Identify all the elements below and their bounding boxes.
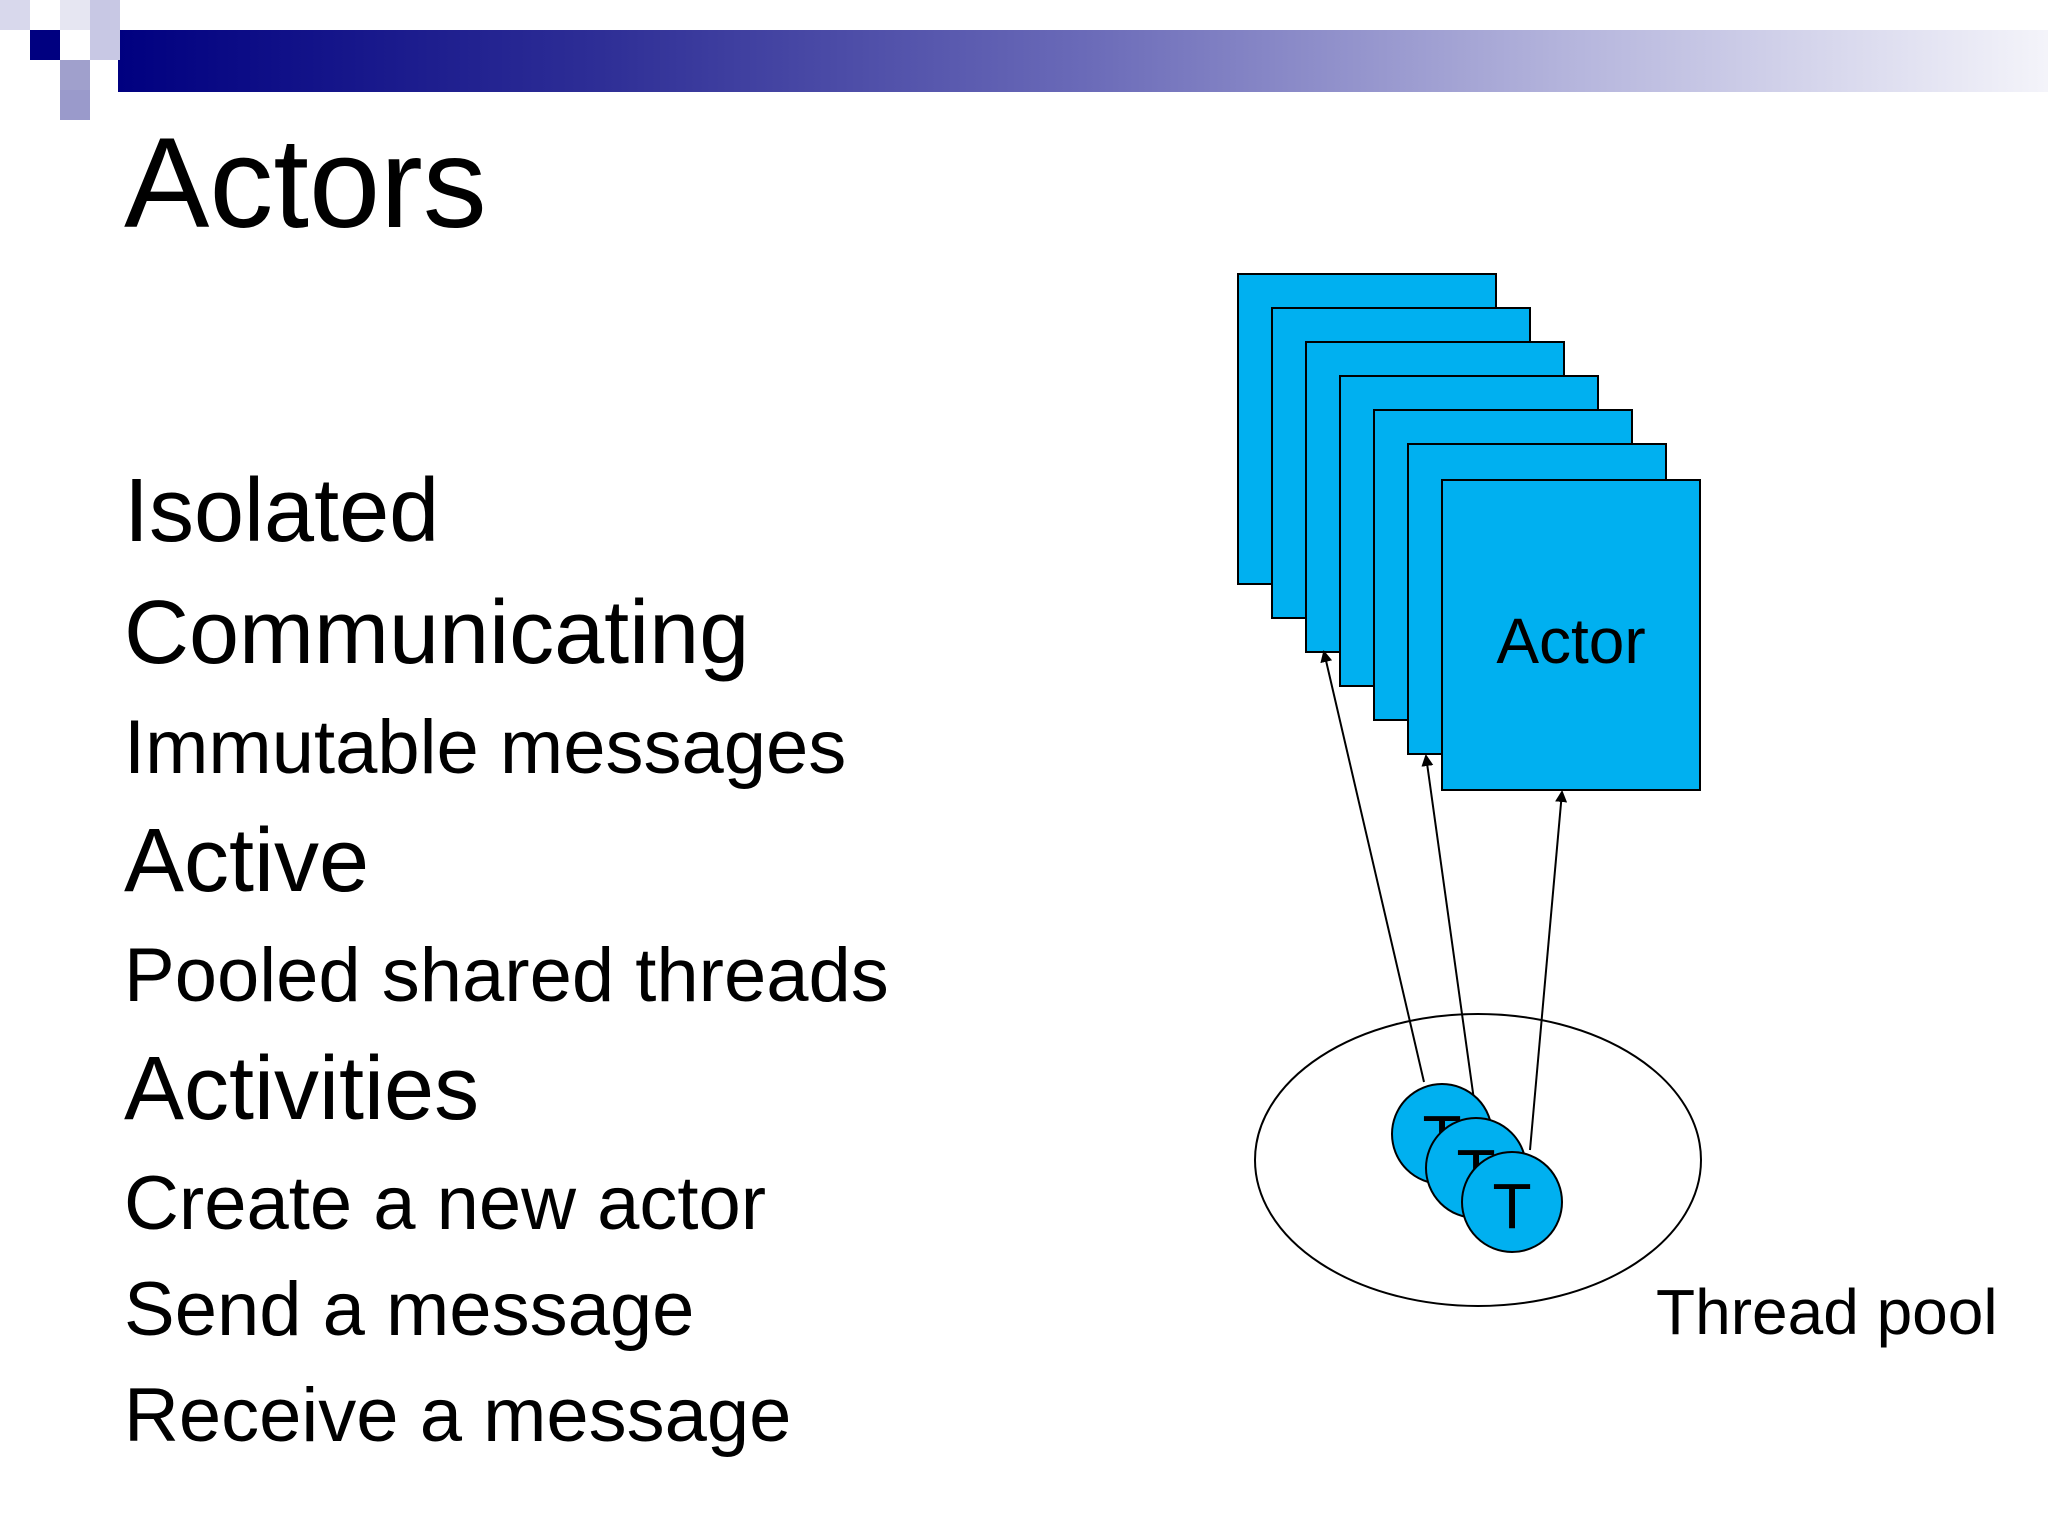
header-square-pale xyxy=(90,0,120,60)
bullet-item: Pooled shared threads xyxy=(124,933,889,1018)
actor-label: Actor xyxy=(1496,605,1645,677)
bullet-item: Create a new actor xyxy=(124,1161,767,1246)
bullet-item: Immutable messages xyxy=(124,705,847,790)
bullet-item: Receive a message xyxy=(124,1373,792,1458)
arrow xyxy=(1320,650,1425,1083)
header-gradient-bar xyxy=(118,30,2048,92)
thread-circle xyxy=(1461,1151,1563,1253)
arrow xyxy=(1529,790,1568,1151)
header-square-dark xyxy=(30,30,60,60)
slide-title: Actors xyxy=(124,112,487,255)
bullet-item: Send a message xyxy=(124,1267,695,1352)
bullet-item: Communicating xyxy=(124,583,750,683)
bullet-item: Active xyxy=(124,811,370,911)
header-square-mid xyxy=(60,60,90,90)
header-square-light xyxy=(0,0,30,30)
thread-label: T xyxy=(1492,1170,1531,1242)
actor-box-front xyxy=(1441,479,1701,791)
arrow xyxy=(1421,754,1475,1101)
bullet-item: Activities xyxy=(124,1039,480,1139)
header-square-mid-2 xyxy=(60,90,90,120)
thread-pool-label: Thread pool xyxy=(1656,1276,1998,1348)
bullet-item: Isolated xyxy=(124,461,440,561)
header-square-pale-2 xyxy=(60,0,90,30)
